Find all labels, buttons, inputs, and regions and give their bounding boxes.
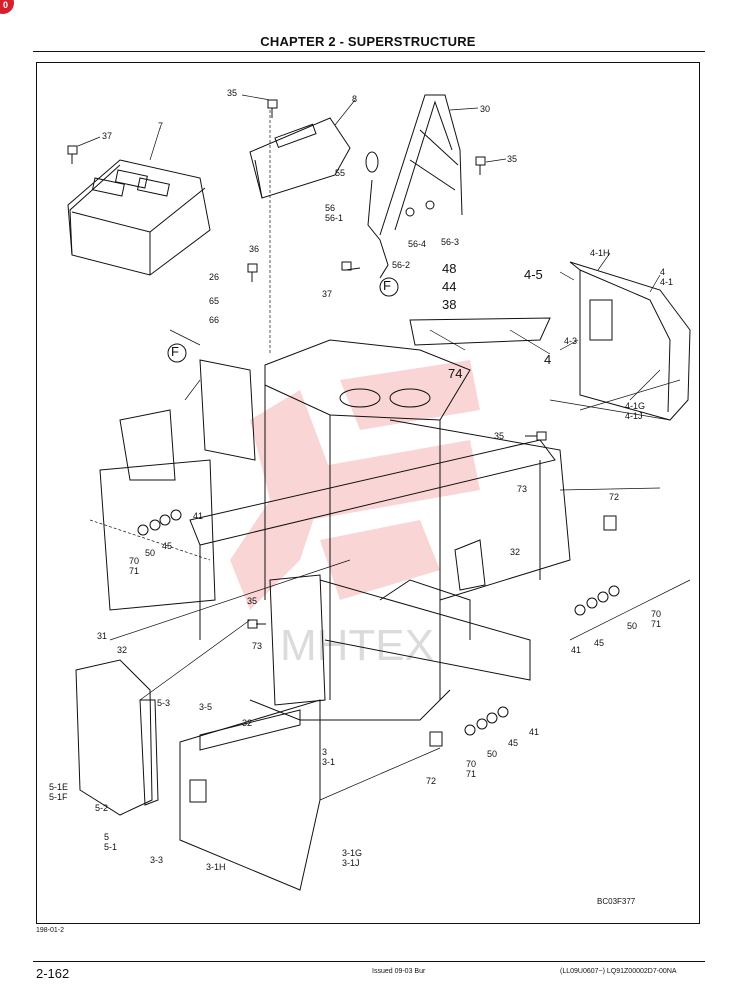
part-7-cover — [67, 159, 211, 276]
callout-38: 38 — [442, 297, 457, 312]
callout-70-71: 70 71 — [129, 556, 140, 576]
leader-lines — [77, 94, 691, 801]
watermark-text: MHTEX — [280, 621, 434, 670]
callout-72: 72 — [609, 492, 620, 502]
callout-56-2: 56-2 — [392, 260, 411, 270]
part-55-clip — [365, 151, 379, 173]
callout-45c: 45 — [508, 738, 519, 748]
callout-73b: 73 — [252, 641, 263, 651]
callout-4: 4 — [544, 352, 552, 367]
callout-72b: 72 — [426, 776, 437, 786]
callout-3-3-1: 3 3-1 — [322, 747, 336, 767]
callout-50: 50 — [145, 548, 156, 558]
callout-4-5: 4-5 — [524, 267, 543, 282]
callout-56-4: 56-4 — [408, 239, 427, 249]
document-code: (LL09U0607~) LQ91Z00002D7-00NA — [560, 968, 677, 975]
issue-info: Issued 09-03 Bur — [372, 968, 426, 975]
callout-48: 48 — [442, 261, 457, 276]
callout-66: 66 — [209, 315, 220, 325]
callout-4-1h: 4-1H — [590, 248, 610, 258]
callout-4-3: 4-3 — [564, 336, 578, 346]
part-56-rod — [367, 179, 389, 279]
callout-f-top: F — [383, 278, 391, 293]
footer-rule — [33, 961, 705, 962]
part-30-handrail — [379, 94, 463, 236]
callout-5-3: 5-3 — [157, 698, 171, 708]
callout-5-1e: 5-1E 5-1F — [49, 782, 69, 802]
callout-26: 26 — [209, 272, 220, 282]
part-8-cover — [249, 117, 351, 199]
part-4-shelf — [409, 317, 551, 346]
part-3-panel — [179, 699, 321, 891]
callout-3-3: 3-3 — [150, 855, 164, 865]
reference-code: 198-01-2 — [36, 927, 65, 934]
view-f-marker-left — [167, 343, 187, 363]
callout-56-3: 56-3 — [441, 237, 460, 247]
callout-5-2: 5-2 — [95, 803, 109, 813]
callout-41: 41 — [193, 511, 204, 521]
part-4-door — [569, 261, 691, 421]
callout-f-left: F — [171, 344, 179, 359]
callout-3-1g: 3-1G 3-1J — [342, 848, 363, 868]
superstructure-frame — [99, 339, 571, 721]
callout-32: 32 — [510, 547, 521, 557]
callout-65: 65 — [209, 296, 220, 306]
callout-37b: 37 — [322, 289, 333, 299]
callout-70-71c: 70 71 — [466, 759, 477, 779]
callout-56: 56 56-1 — [325, 203, 344, 223]
callout-37: 37 — [102, 131, 113, 141]
part-5-panel — [75, 659, 159, 816]
bolt-icons — [67, 99, 547, 629]
callout-3-5: 3-5 — [199, 702, 213, 712]
callout-32b: 32 — [117, 645, 128, 655]
part-72-bracket-lower — [429, 731, 443, 747]
callout-41c: 41 — [529, 727, 540, 737]
callout-41b: 41 — [571, 645, 582, 655]
watermark-logo — [230, 360, 480, 610]
view-f-marker — [379, 277, 399, 297]
callout-35c: 35 — [494, 431, 505, 441]
callout-45: 45 — [162, 541, 173, 551]
callout-30: 30 — [480, 104, 491, 114]
callout-32c: 32 — [242, 718, 253, 728]
callout-50b: 50 — [627, 621, 638, 631]
callout-7: 7 — [158, 121, 164, 131]
corner-badge: 0 — [0, 0, 14, 14]
callout-4-4-1: 4 4-1 — [660, 267, 674, 287]
figure-code: BC03F377 — [597, 897, 636, 906]
callout-8: 8 — [352, 94, 358, 104]
callout-31: 31 — [97, 631, 108, 641]
callout-45b: 45 — [594, 638, 605, 648]
callout-35: 35 — [227, 88, 238, 98]
callout-35b: 35 — [507, 154, 518, 164]
chapter-title: CHAPTER 2 - SUPERSTRUCTURE — [260, 34, 476, 49]
figure-frame — [36, 62, 700, 924]
page-number: 2-162 — [36, 966, 70, 981]
callout-50c: 50 — [487, 749, 498, 759]
callout-35d: 35 — [247, 596, 258, 606]
callout-44: 44 — [442, 279, 457, 294]
callout-4-1g: 4-1G 4-1J — [625, 401, 646, 421]
callout-55: 55 — [335, 168, 346, 178]
header-rule — [33, 51, 705, 52]
callout-3-1h: 3-1H — [206, 862, 226, 872]
callout-36: 36 — [249, 244, 260, 254]
callout-70-71b: 70 71 — [651, 609, 662, 629]
callout-5-5-1: 5 5-1 — [104, 832, 118, 852]
callout-74: 74 — [448, 366, 463, 381]
part-72-bracket — [603, 515, 617, 531]
washer-icons — [137, 509, 620, 736]
callout-73: 73 — [517, 484, 528, 494]
